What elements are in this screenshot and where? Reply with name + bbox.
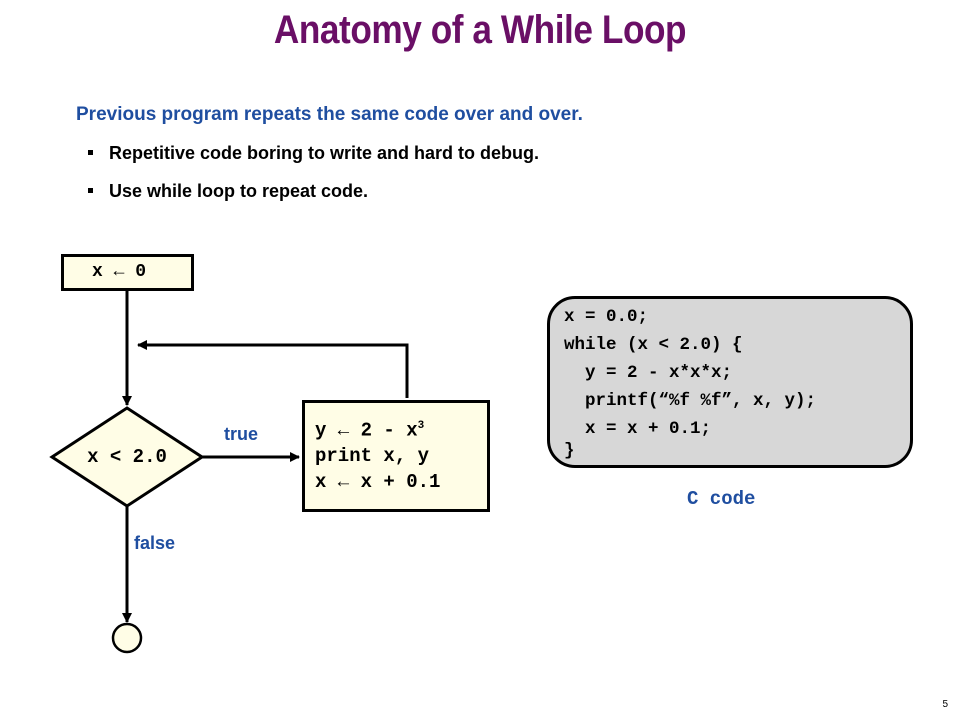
bullet-item: Use while loop to repeat code.: [88, 181, 368, 202]
code-line: printf(“%f %f”, x, y);: [564, 391, 817, 411]
page-number: 5: [942, 699, 948, 710]
code-line: y = 2 - x*x*x;: [564, 363, 733, 383]
slide-title: Anatomy of a While Loop: [273, 8, 687, 52]
code-line: x = 0.0;: [564, 307, 649, 327]
code-line: x = x + 0.1;: [564, 419, 712, 439]
true-label: true: [224, 424, 259, 444]
body-line: x ← x + 0.1: [315, 471, 441, 494]
init-text: x ← 0: [92, 262, 147, 282]
bullet-text: Use while loop to repeat code.: [109, 181, 369, 201]
code-caption: C code: [687, 488, 756, 510]
bullet-square-icon: [88, 149, 93, 155]
bullet-text: Repetitive code boring to write and hard…: [109, 143, 540, 163]
code-line: while (x < 2.0) {: [564, 335, 743, 355]
init-box: x ← 0: [61, 254, 194, 291]
loop-back-connector: [137, 340, 409, 398]
terminal-circle: [111, 622, 143, 654]
code-block: x = 0.0; while (x < 2.0) { y = 2 - x*x*x…: [547, 296, 913, 468]
condition-text: x < 2.0: [87, 446, 167, 468]
bullet-item: Repetitive code boring to write and hard…: [88, 143, 539, 164]
false-label: false: [134, 533, 176, 553]
lead-text: Previous program repeats the same code o…: [76, 104, 583, 125]
body-line: print x, y: [315, 445, 430, 468]
body-line: y ← 2 - x3: [315, 419, 425, 442]
loop-body-box: y ← 2 - x3 print x, y x ← x + 0.1: [302, 400, 490, 512]
bullet-square-icon: [88, 187, 93, 193]
code-line: }: [564, 441, 575, 461]
